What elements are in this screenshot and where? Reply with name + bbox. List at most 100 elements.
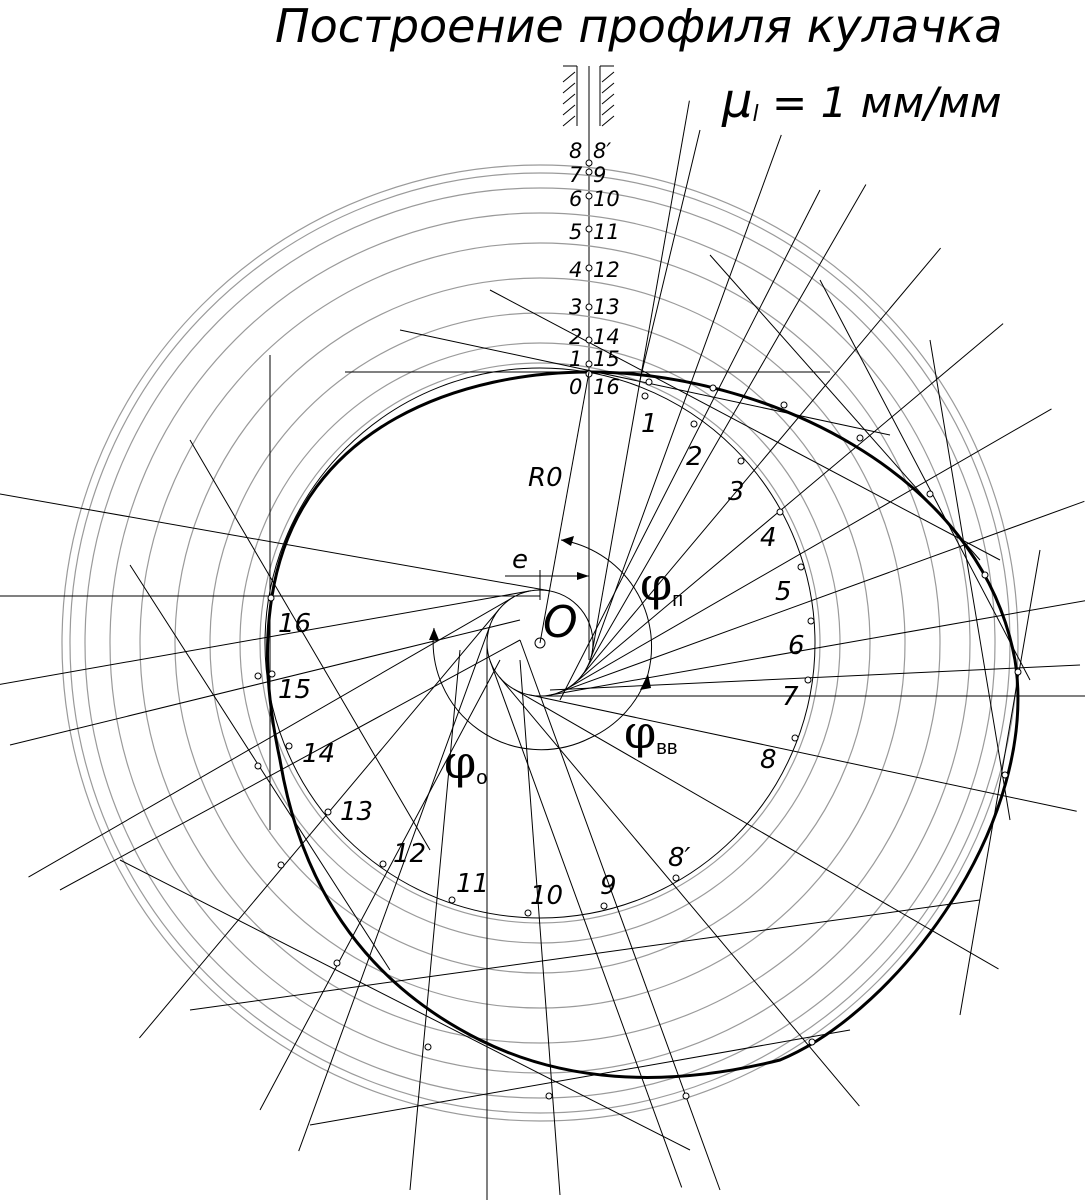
- base-circle: [264, 367, 816, 919]
- cam-profile: [265, 370, 1020, 1079]
- construction-point: [641, 392, 649, 400]
- guide-hatch: [562, 71, 576, 83]
- construction-point: [682, 1092, 690, 1100]
- base-radius-label: R0: [528, 463, 563, 493]
- center-label: O: [543, 597, 578, 648]
- construction-point: [333, 959, 341, 967]
- division-ray: [589, 134, 782, 662]
- follower-label-left: 6: [569, 187, 582, 211]
- construction-point: [780, 401, 788, 409]
- displacement-circle: [209, 312, 871, 974]
- follower-label-right: 13: [593, 295, 620, 319]
- division-ray: [489, 660, 683, 1188]
- construction-point: [709, 384, 717, 392]
- construction-point: [524, 909, 532, 917]
- tangent-line: [819, 279, 1031, 681]
- displacement-circle: [84, 187, 996, 1099]
- division-ray: [549, 600, 1085, 696]
- construction-point: [277, 861, 285, 869]
- follower-label-right: 10: [593, 187, 620, 211]
- construction-point: [585, 360, 593, 368]
- eccentricity-label: e: [512, 545, 528, 575]
- scale-subscript: l: [753, 102, 759, 127]
- construction-point: [424, 1043, 432, 1051]
- tangent-line: [399, 329, 891, 436]
- follower-label-right: 9: [593, 163, 606, 187]
- tangent-line: [559, 189, 821, 701]
- follower-label-right: 14: [593, 325, 620, 349]
- construction-point: [1014, 668, 1022, 676]
- tangent-line: [519, 639, 721, 1191]
- rise-division-label: 4: [760, 523, 777, 553]
- construction-point: [324, 808, 332, 816]
- division-ray: [573, 323, 1004, 684]
- return-division-label: 8′: [668, 843, 691, 873]
- construction-point: [585, 159, 593, 167]
- division-ray: [585, 184, 867, 670]
- division-ray: [0, 590, 531, 685]
- follower-label-left: 1: [569, 347, 582, 371]
- construction-point: [672, 874, 680, 882]
- return-division-label: 16: [278, 609, 311, 639]
- phase-arcs: [429, 536, 653, 751]
- follower-label-right: 16: [593, 375, 620, 399]
- follower-label-left: 5: [569, 220, 582, 244]
- construction-point: [545, 1092, 553, 1100]
- construction-point: [585, 264, 593, 272]
- tangent-line: [309, 1029, 851, 1126]
- guide-hatch: [601, 82, 615, 94]
- construction-point: [267, 594, 275, 602]
- tangent-line: [929, 339, 1011, 821]
- tangent-line: [409, 649, 461, 1191]
- cam-profile-curve: [265, 370, 1020, 1079]
- construction-point: [791, 734, 799, 742]
- drawing-title: Построение профиля кулачка: [275, 0, 1002, 53]
- rise-division-label: 2: [686, 442, 703, 472]
- division-ray: [566, 408, 1052, 690]
- construction-point: [808, 1038, 816, 1046]
- base-radius-line: [539, 371, 590, 644]
- tangent-line: [959, 549, 1041, 1016]
- tangent-line: [189, 899, 981, 1011]
- construction-rays: [0, 100, 1085, 1200]
- rise-division-label: 1: [641, 409, 658, 439]
- tangent-line: [549, 664, 1081, 691]
- rise-division-label: 6: [788, 631, 805, 661]
- construction-point: [690, 420, 698, 428]
- construction-point: [585, 168, 593, 176]
- return-division-label: 15: [278, 675, 311, 705]
- tangent-line: [639, 129, 701, 381]
- construction-point: [585, 303, 593, 311]
- construction-point: [797, 563, 805, 571]
- far-dwell-phase-label: φвв: [624, 705, 677, 759]
- construction-point: [448, 896, 456, 904]
- construction-point: [268, 670, 276, 678]
- guide-hatch: [562, 115, 576, 127]
- rise-division-label: 3: [728, 477, 745, 507]
- construction-point: [254, 672, 262, 680]
- construction-point: [585, 192, 593, 200]
- construction-point: [379, 860, 387, 868]
- displacement-circle: [61, 164, 1019, 1122]
- construction-point: [981, 571, 989, 579]
- division-ray: [580, 247, 941, 678]
- follower-label-left: 4: [569, 258, 582, 282]
- displacement-circle: [174, 277, 906, 1009]
- guide-hatch: [562, 82, 576, 94]
- guide-hatch: [601, 93, 615, 105]
- scale-symbol: μ: [721, 73, 753, 129]
- construction-points: [254, 159, 1022, 1100]
- follower-label-left: 8: [569, 139, 582, 163]
- construction-point: [254, 762, 262, 770]
- scale-label: μl = 1 мм/мм: [721, 73, 1002, 129]
- division-ray: [298, 624, 491, 1152]
- return-division-label: 9: [600, 871, 617, 901]
- return-division-label: 11: [456, 869, 489, 899]
- tangent-line: [9, 619, 521, 746]
- construction-point: [285, 742, 293, 750]
- division-ray: [0, 493, 550, 592]
- rise-division-label: 8: [760, 745, 777, 775]
